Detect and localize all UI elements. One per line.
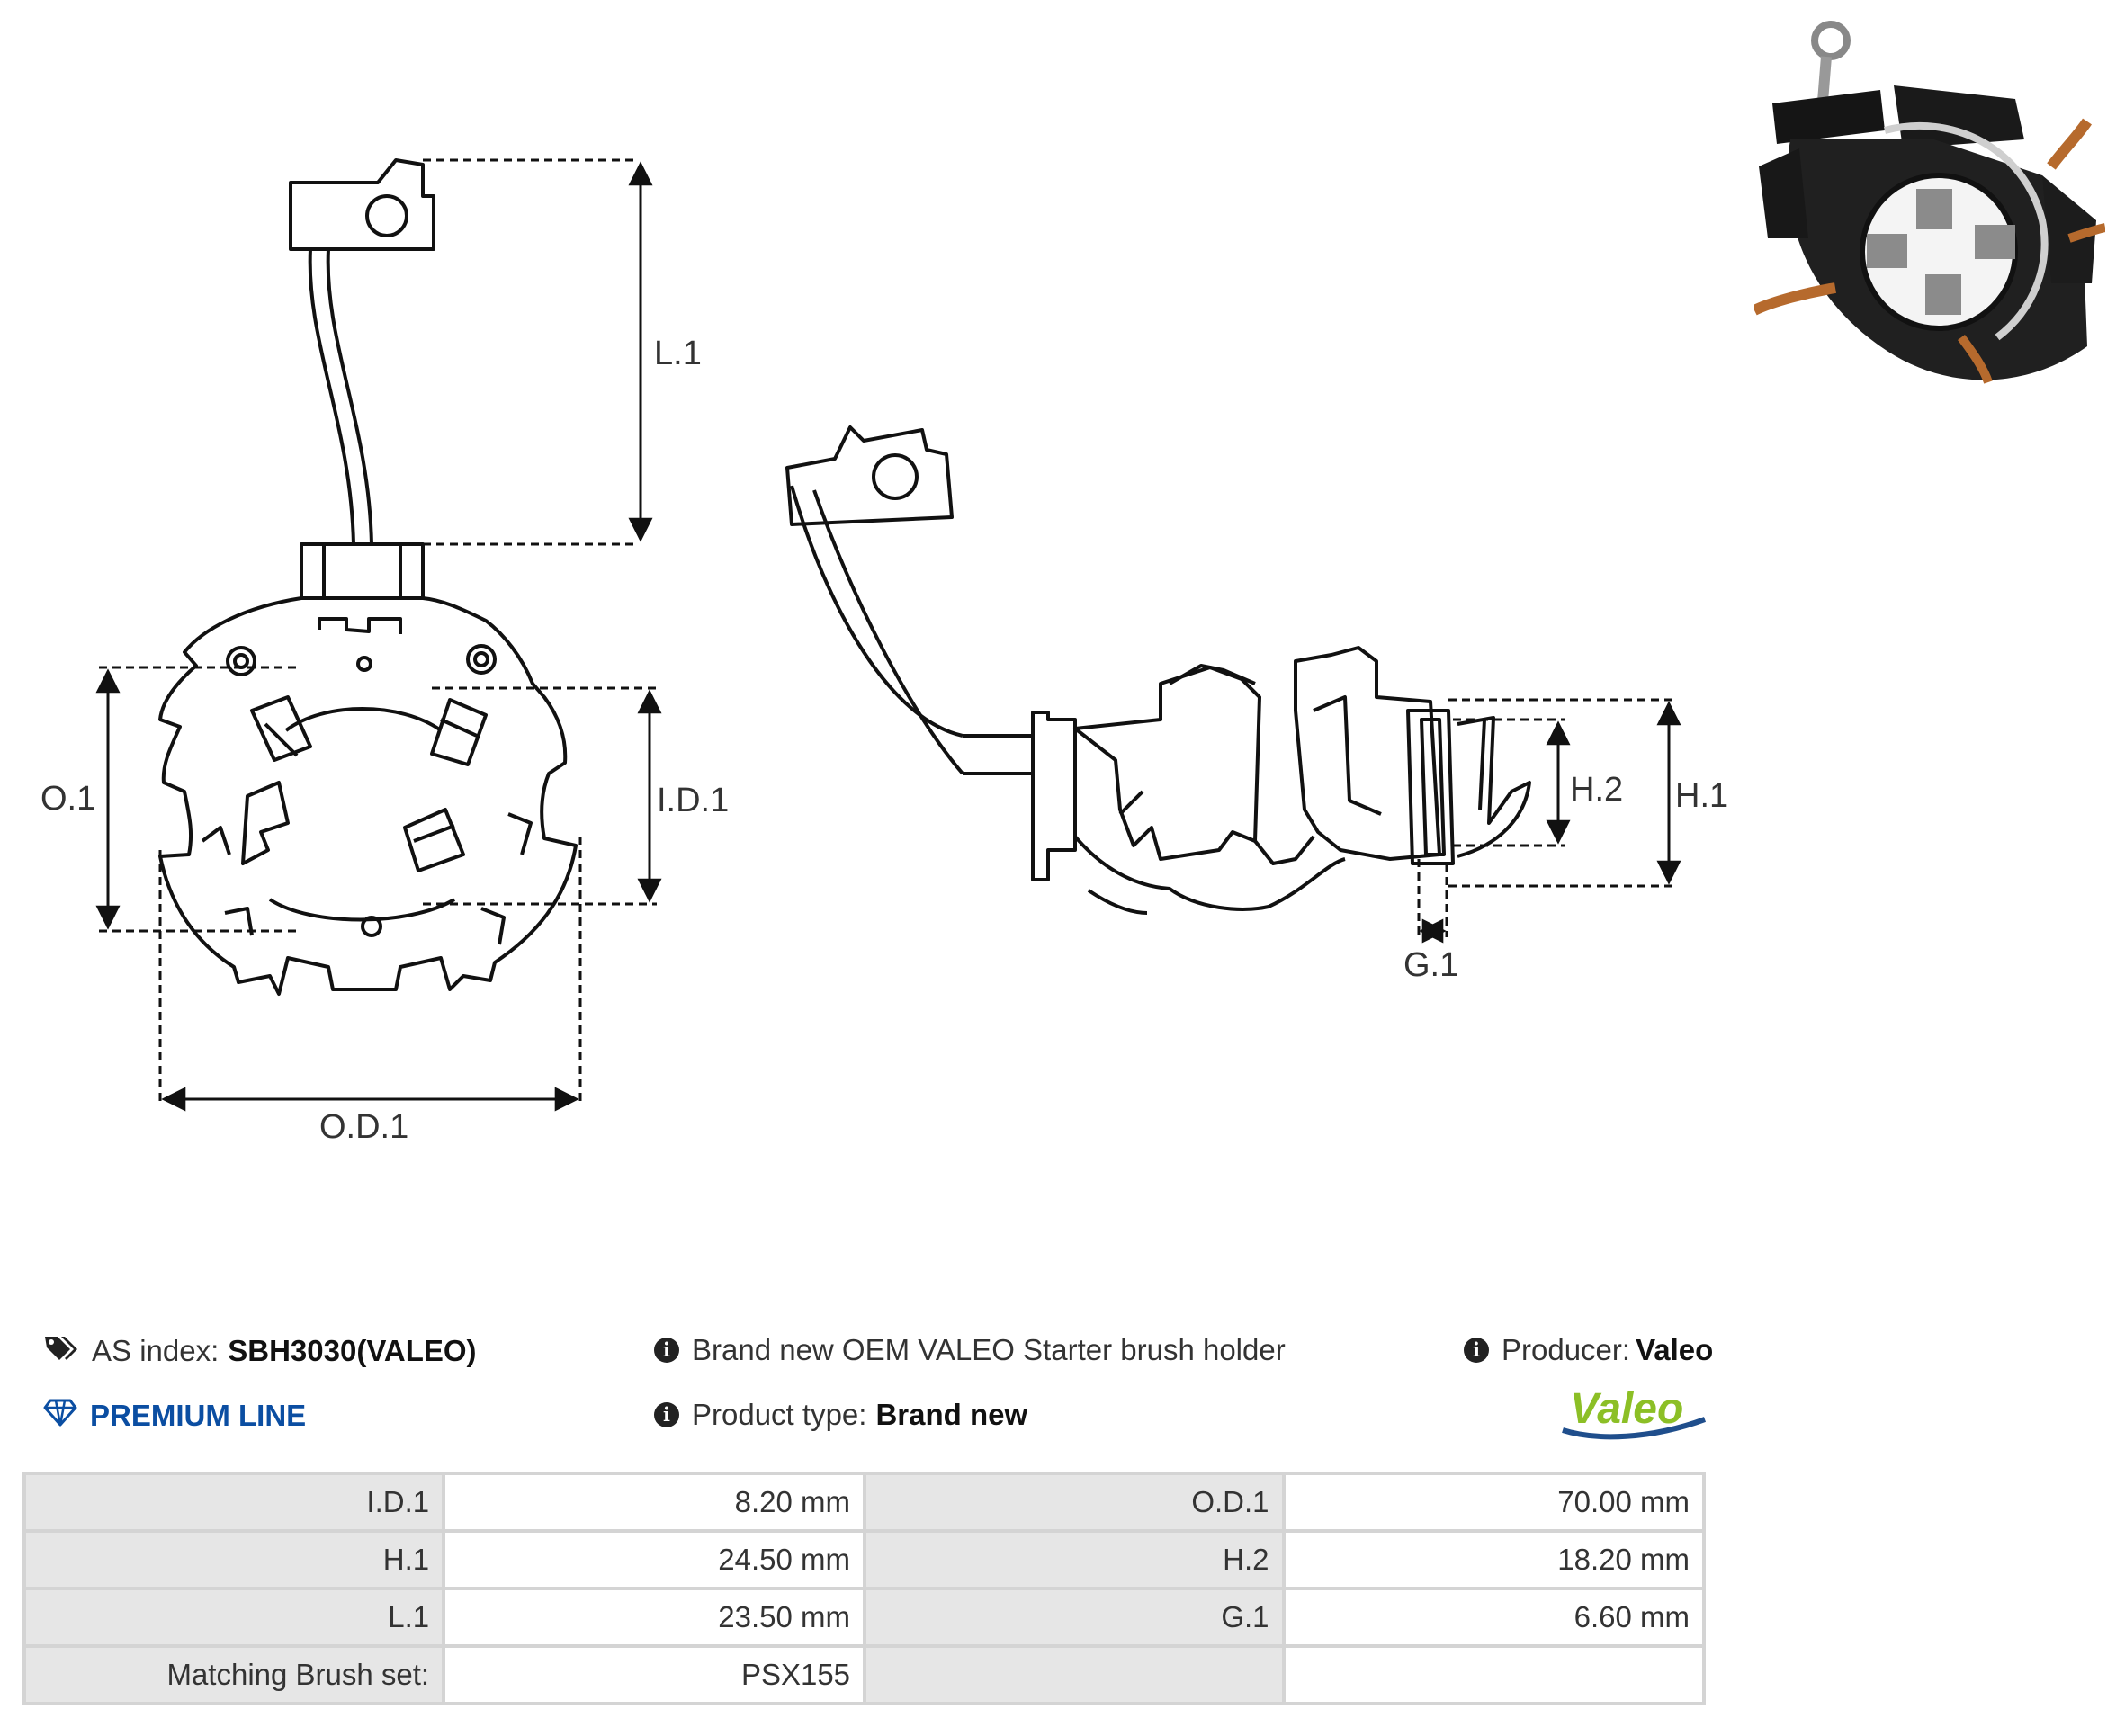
label-od1: O.D.1 <box>319 1108 408 1146</box>
label-h2: H.2 <box>1570 771 1623 809</box>
side-view <box>785 425 1531 915</box>
diamond-icon <box>43 1398 77 1434</box>
spec-key: G.1 <box>866 1590 1282 1644</box>
premium-line: PREMIUM LINE <box>43 1398 306 1434</box>
as-index-label: AS index: <box>92 1334 220 1367</box>
product-type-value: Brand new <box>875 1398 1028 1431</box>
spec-value: 6.60 mm <box>1285 1590 1702 1644</box>
spec-value <box>1285 1648 1702 1702</box>
info-icon: i <box>654 1402 679 1427</box>
info-icon: i <box>654 1338 679 1363</box>
producer: i Producer: Valeo <box>1464 1333 1713 1367</box>
product-type-label: Product type: <box>692 1398 867 1431</box>
label-l1: L.1 <box>654 335 702 372</box>
as-index-value: SBH3030(VALEO) <box>228 1334 477 1367</box>
label-o1: O.1 <box>40 780 95 818</box>
product-photo <box>1754 21 2105 384</box>
spec-key: H.2 <box>866 1533 1282 1587</box>
product-type: i Product type: Brand new <box>654 1398 1027 1432</box>
specs-table: I.D.1 8.20 mm O.D.1 70.00 mm H.1 24.50 m… <box>22 1472 1706 1705</box>
spec-key <box>866 1648 1282 1702</box>
valeo-logo: Valeo <box>1562 1385 1707 1440</box>
tags-icon <box>43 1333 79 1369</box>
producer-label: Producer: <box>1502 1333 1631 1366</box>
spec-value: 18.20 mm <box>1285 1533 1702 1587</box>
spec-key: Matching Brush set: <box>26 1648 443 1702</box>
label-id1: I.D.1 <box>657 782 729 819</box>
producer-value: Valeo <box>1636 1333 1714 1366</box>
spec-key: O.D.1 <box>866 1475 1282 1529</box>
spec-value: 23.50 mm <box>445 1590 864 1644</box>
description: i Brand new OEM VALEO Starter brush hold… <box>654 1333 1286 1367</box>
table-row: I.D.1 8.20 mm O.D.1 70.00 mm <box>26 1475 1702 1529</box>
label-g1: G.1 <box>1403 946 1458 984</box>
spec-value: 70.00 mm <box>1285 1475 1702 1529</box>
spec-value: PSX155 <box>445 1648 864 1702</box>
spec-key: I.D.1 <box>26 1475 443 1529</box>
table-row: L.1 23.50 mm G.1 6.60 mm <box>26 1590 1702 1644</box>
info-icon: i <box>1464 1338 1489 1363</box>
dimension-lines <box>95 158 1681 1112</box>
spec-value: 24.50 mm <box>445 1533 864 1587</box>
premium-line-label: PREMIUM LINE <box>90 1399 307 1432</box>
spec-key: H.1 <box>26 1533 443 1587</box>
table-row: H.1 24.50 mm H.2 18.20 mm <box>26 1533 1702 1587</box>
spec-value: 8.20 mm <box>445 1475 864 1529</box>
as-index: AS index: SBH3030(VALEO) <box>43 1333 477 1369</box>
spec-key: L.1 <box>26 1590 443 1644</box>
table-row: Matching Brush set: PSX155 <box>26 1648 1702 1702</box>
description-text: Brand new OEM VALEO Starter brush holder <box>692 1333 1286 1366</box>
front-view <box>158 158 578 996</box>
technical-drawing: L.1 O.1 I.D.1 O.D.1 H.2 H.1 G.1 <box>40 158 1727 1146</box>
label-h1: H.1 <box>1675 777 1727 815</box>
valeo-logo-text: Valeo <box>1570 1385 1683 1433</box>
